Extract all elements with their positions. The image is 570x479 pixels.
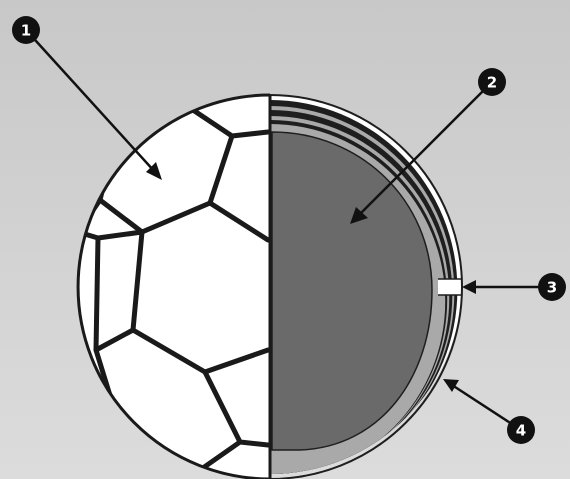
callout-number: 2 [487, 74, 497, 92]
callout-3: 3 [538, 273, 566, 301]
callout-1: 1 [12, 16, 40, 44]
callout-number: 4 [516, 422, 526, 440]
callout-number: 1 [21, 22, 31, 40]
callout-number: 3 [547, 279, 557, 297]
callout-2: 2 [478, 68, 506, 96]
callout-4: 4 [507, 416, 535, 444]
